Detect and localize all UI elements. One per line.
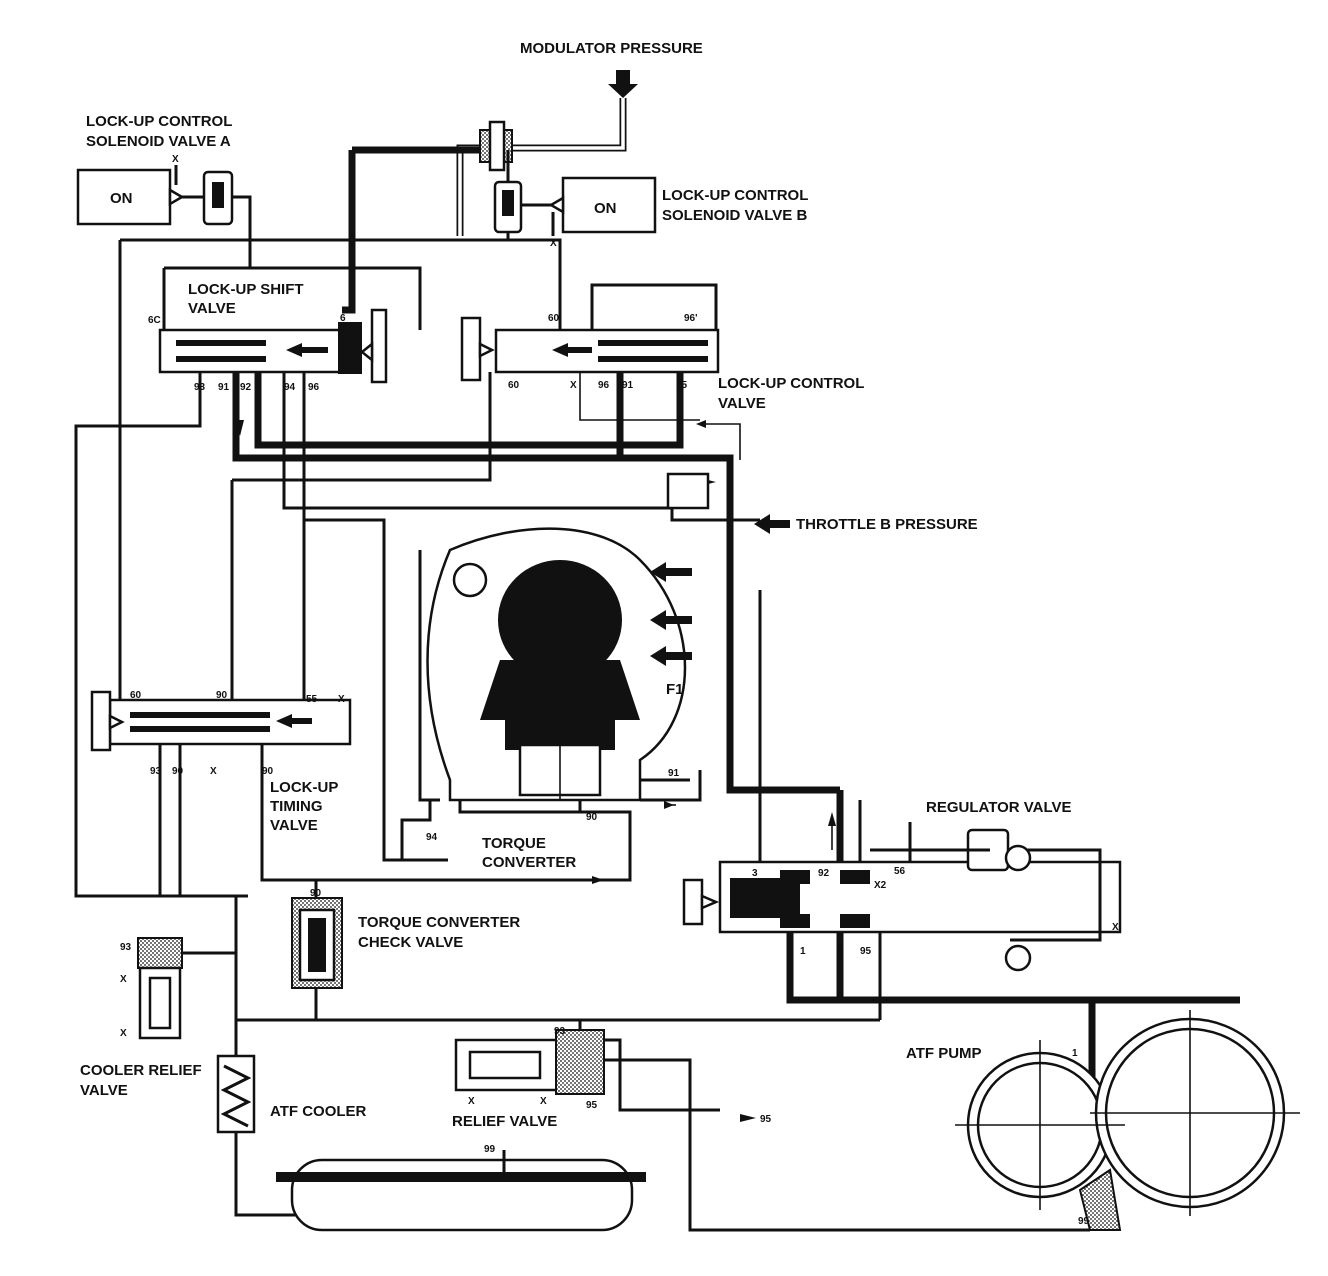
port-60-timing: 60 [130, 690, 142, 701]
label-control-valve-line1: LOCK-UP CONTROL [718, 375, 864, 392]
port-92-shift: 92 [240, 382, 252, 393]
label-solenoid-b-line2: SOLENOID VALVE B [662, 207, 807, 224]
atf-cooler [216, 1018, 880, 1217]
torque-converter-check-valve [291, 880, 343, 1020]
port-1-reg-a: 1 [800, 946, 806, 957]
port-90-timing-top: 90 [216, 690, 228, 701]
port-60-ctrl-bot: 60 [508, 380, 520, 391]
label-atf-cooler: ATF COOLER [270, 1103, 367, 1120]
solenoid-valve-b [460, 150, 657, 242]
port-99-top: 99 [484, 1144, 496, 1155]
port-6c: 6C [148, 315, 161, 326]
port-90-timing-bot2: 90 [262, 766, 274, 777]
label-cooler-relief-line2: VALVE [80, 1082, 128, 1099]
label-shift-valve-line2: VALVE [188, 300, 236, 317]
port-x2-reg: X2 [874, 880, 887, 891]
label-relief-valve: RELIEF VALVE [452, 1113, 557, 1130]
port-x-cooler-a: X [120, 974, 127, 985]
label-control-valve-line2: VALVE [718, 395, 766, 412]
port-1-pump: 1 [1072, 1048, 1078, 1059]
throttle-b-input [666, 472, 790, 534]
port-x-ctrl: X [570, 380, 577, 391]
lock-up-timing-valve [90, 690, 630, 896]
label-modulator-pressure: MODULATOR PRESSURE [520, 40, 703, 57]
port-60-ctrl-top: 60 [548, 313, 560, 324]
label-timing-valve-line1: LOCK-UP [270, 779, 338, 796]
port-1-reg-b: 1 [838, 946, 844, 957]
port-3-reg: 3 [752, 868, 758, 879]
port-x-timing-bot: X [210, 766, 217, 777]
label-regulator-valve: REGULATOR VALVE [926, 799, 1072, 816]
label-solenoid-b-line1: LOCK-UP CONTROL [662, 187, 808, 204]
port-x-timing-top: X [338, 694, 345, 705]
label-tc-check-line2: CHECK VALVE [358, 934, 463, 951]
main-piping [74, 372, 840, 898]
port-94-tc: 94 [426, 832, 438, 843]
port-95-reg: 95 [860, 946, 872, 957]
port-96-ctrl-top: 96' [684, 313, 698, 324]
port-95-out: 95 [760, 1114, 772, 1125]
pump-supply [880, 996, 1240, 1080]
port-91-shift: 91 [218, 382, 230, 393]
port-90-timing-bot: 90 [172, 766, 184, 777]
label-f1: F1 [666, 681, 684, 698]
port-95-relief: 95 [586, 1100, 598, 1111]
port-93-cooler: 93 [120, 942, 132, 953]
port-90-check: 90 [310, 888, 322, 899]
label-timing-valve-line2: TIMING [270, 798, 323, 815]
port-x-sol-b: X [550, 238, 557, 249]
label-tc-check-line1: TORQUE CONVERTER [358, 914, 520, 931]
port-x-relief-a: X [468, 1096, 475, 1107]
port-55-timing: 55 [306, 694, 318, 705]
relief-valve [454, 1020, 756, 1122]
modulator-pressure-line [342, 70, 638, 314]
solenoid-a-state: ON [110, 190, 133, 207]
solenoid-valve-a [76, 165, 252, 268]
label-torque-converter-line2: CONVERTER [482, 854, 576, 871]
atf-reservoir [276, 1150, 646, 1232]
port-56-reg: 56 [894, 866, 906, 877]
label-solenoid-a-line1: LOCK-UP CONTROL [86, 113, 232, 130]
f1-arrows [650, 562, 692, 666]
port-x-cooler-b: X [120, 1028, 127, 1039]
port-96-shift: 96 [308, 382, 320, 393]
label-cooler-relief-line1: COOLER RELIEF [80, 1062, 202, 1079]
torque-converter [418, 527, 702, 802]
port-x-relief-b: X [540, 1096, 547, 1107]
label-timing-valve-line3: VALVE [270, 817, 318, 834]
label-shift-valve-line1: LOCK-UP SHIFT [188, 281, 304, 298]
label-atf-pump: ATF PUMP [906, 1045, 982, 1062]
label-throttle-b: THROTTLE B PRESSURE [796, 516, 978, 533]
port-94-shift: 94 [284, 382, 296, 393]
solenoid-b-state: ON [594, 200, 617, 217]
lock-up-control-valve [460, 283, 720, 382]
port-93-shift: 93 [194, 382, 206, 393]
port-91-ctrl: 91 [622, 380, 634, 391]
lock-up-shift-valve [118, 238, 562, 700]
atf-pump [688, 1010, 1300, 1232]
port-92-reg: 92 [818, 868, 830, 879]
port-91-tc: 91 [668, 768, 680, 779]
label-torque-converter-line1: TORQUE [482, 835, 546, 852]
label-solenoid-a-line2: SOLENOID VALVE A [86, 133, 231, 150]
port-96-ctrl-bot: 96 [598, 380, 610, 391]
port-6: 6 [340, 313, 346, 324]
port-x-reg: X [1112, 922, 1119, 933]
port-55-ctrl: 55 [676, 380, 688, 391]
port-93-relief: 93 [554, 1026, 566, 1037]
port-93-timing: 93 [150, 766, 162, 777]
port-99-bottom: 99 [1078, 1216, 1090, 1227]
cooler-relief-valve [137, 896, 238, 1040]
port-x-sol-a: X [172, 154, 179, 165]
regulator-valve [682, 590, 1122, 1020]
port-90-tc: 90 [586, 812, 598, 823]
